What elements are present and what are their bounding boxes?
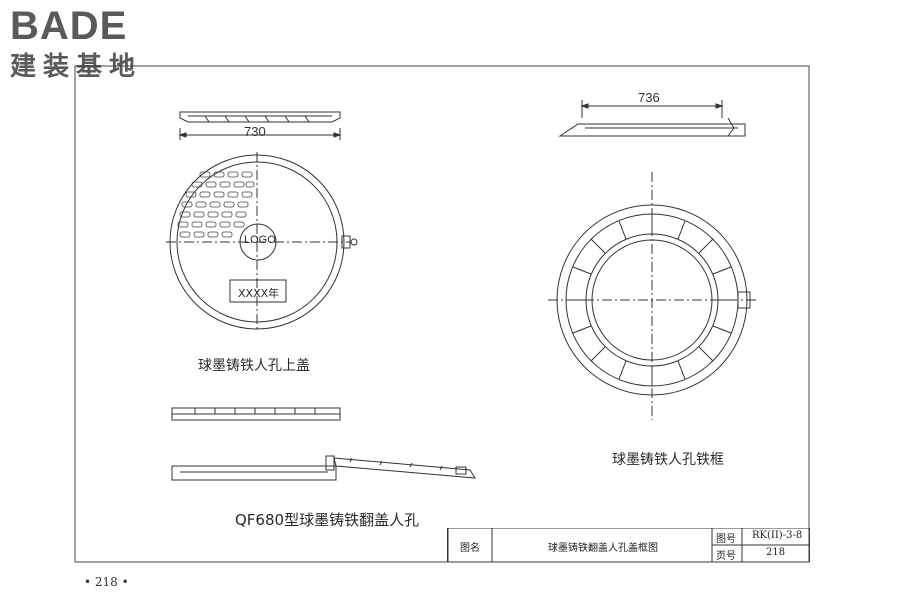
frame-side-view	[558, 100, 746, 137]
anti-slip-pattern	[177, 171, 255, 238]
title-number-value: RK(II)-3-8	[752, 530, 803, 541]
brand-logo-text: BADE	[10, 4, 128, 48]
title-block-grid	[448, 528, 810, 562]
cover-caption: 球墨铸铁人孔上盖	[198, 358, 310, 374]
title-page-label: 页号	[716, 551, 736, 562]
assembly-open-view	[171, 455, 476, 481]
assembly-closed-view	[171, 407, 341, 421]
title-number-label: 图号	[716, 534, 736, 545]
title-name-value: 球墨铸铁翻盖人孔盖框图	[548, 543, 658, 554]
brand-subtitle: 建装基地	[10, 52, 143, 82]
cover-side-view	[178, 111, 342, 140]
year-plate-label: XXXX年	[238, 287, 280, 300]
brand-logo: BADE 建装基地	[10, 6, 180, 82]
frame-dimension: 736	[638, 90, 660, 105]
cover-dimension: 730	[244, 124, 266, 139]
title-block: 图名 球墨铸铁翻盖人孔盖框图 图号 RK(II)-3-8 页号 218	[447, 528, 810, 562]
title-page-value: 218	[766, 547, 786, 558]
title-name-label: 图名	[460, 543, 480, 554]
assembly-caption: QF680型球墨铸铁翻盖人孔	[235, 511, 420, 529]
frame-caption: 球墨铸铁人孔铁框	[612, 452, 724, 468]
sheet-border	[74, 65, 810, 563]
page-number: • 218 •	[84, 575, 129, 589]
logo-label: LOGO	[244, 234, 276, 246]
cover-plan-view	[166, 152, 358, 332]
frame-plan-view	[548, 172, 756, 420]
